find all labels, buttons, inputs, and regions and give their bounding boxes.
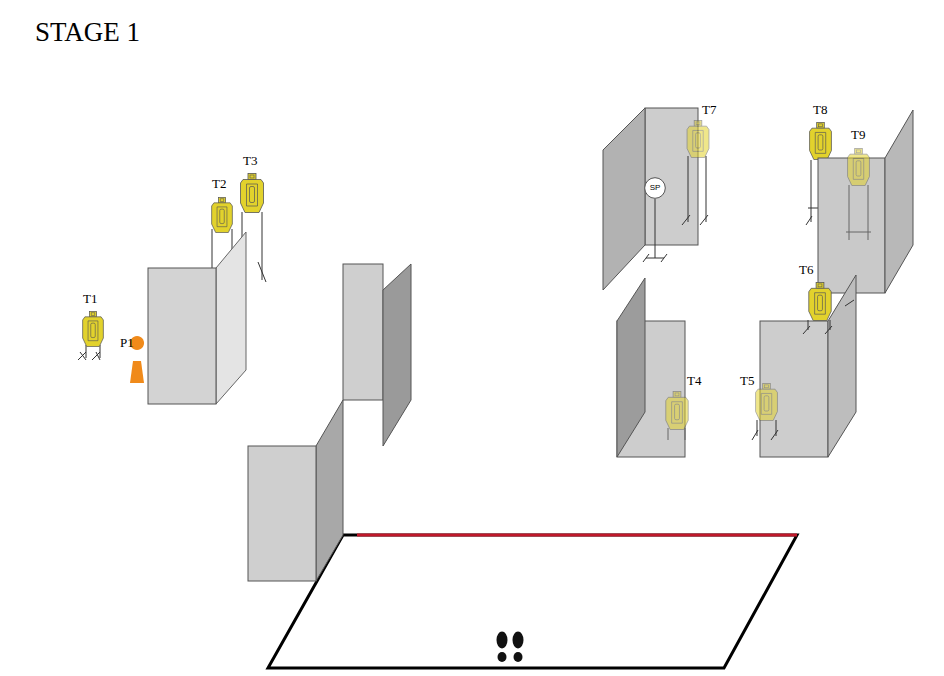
callout-label: T9: [851, 128, 865, 141]
node-text: SP: [644, 177, 666, 199]
target-hidden: [756, 383, 778, 420]
target: [212, 197, 233, 232]
target-hidden: [848, 148, 870, 185]
target: [241, 174, 264, 213]
callout-label: T8: [813, 103, 827, 116]
target: [810, 122, 832, 159]
callout-label: T5: [740, 374, 754, 387]
target-hidden: [687, 120, 709, 157]
callout-label: T7: [702, 103, 716, 116]
callout-label: T3: [243, 154, 257, 167]
callout-label: T1: [83, 292, 97, 305]
callout-label: T2: [212, 177, 226, 190]
callout-label: T4: [687, 374, 701, 387]
target: [83, 311, 104, 346]
target: [809, 282, 831, 320]
callout-label: T6: [799, 263, 813, 276]
stage-title: STAGE 1: [35, 19, 140, 46]
node-label: SP: [650, 184, 661, 192]
target-hidden: [666, 391, 688, 429]
callout-label: P1: [120, 336, 134, 349]
start-position-circle: SP: [644, 177, 666, 199]
